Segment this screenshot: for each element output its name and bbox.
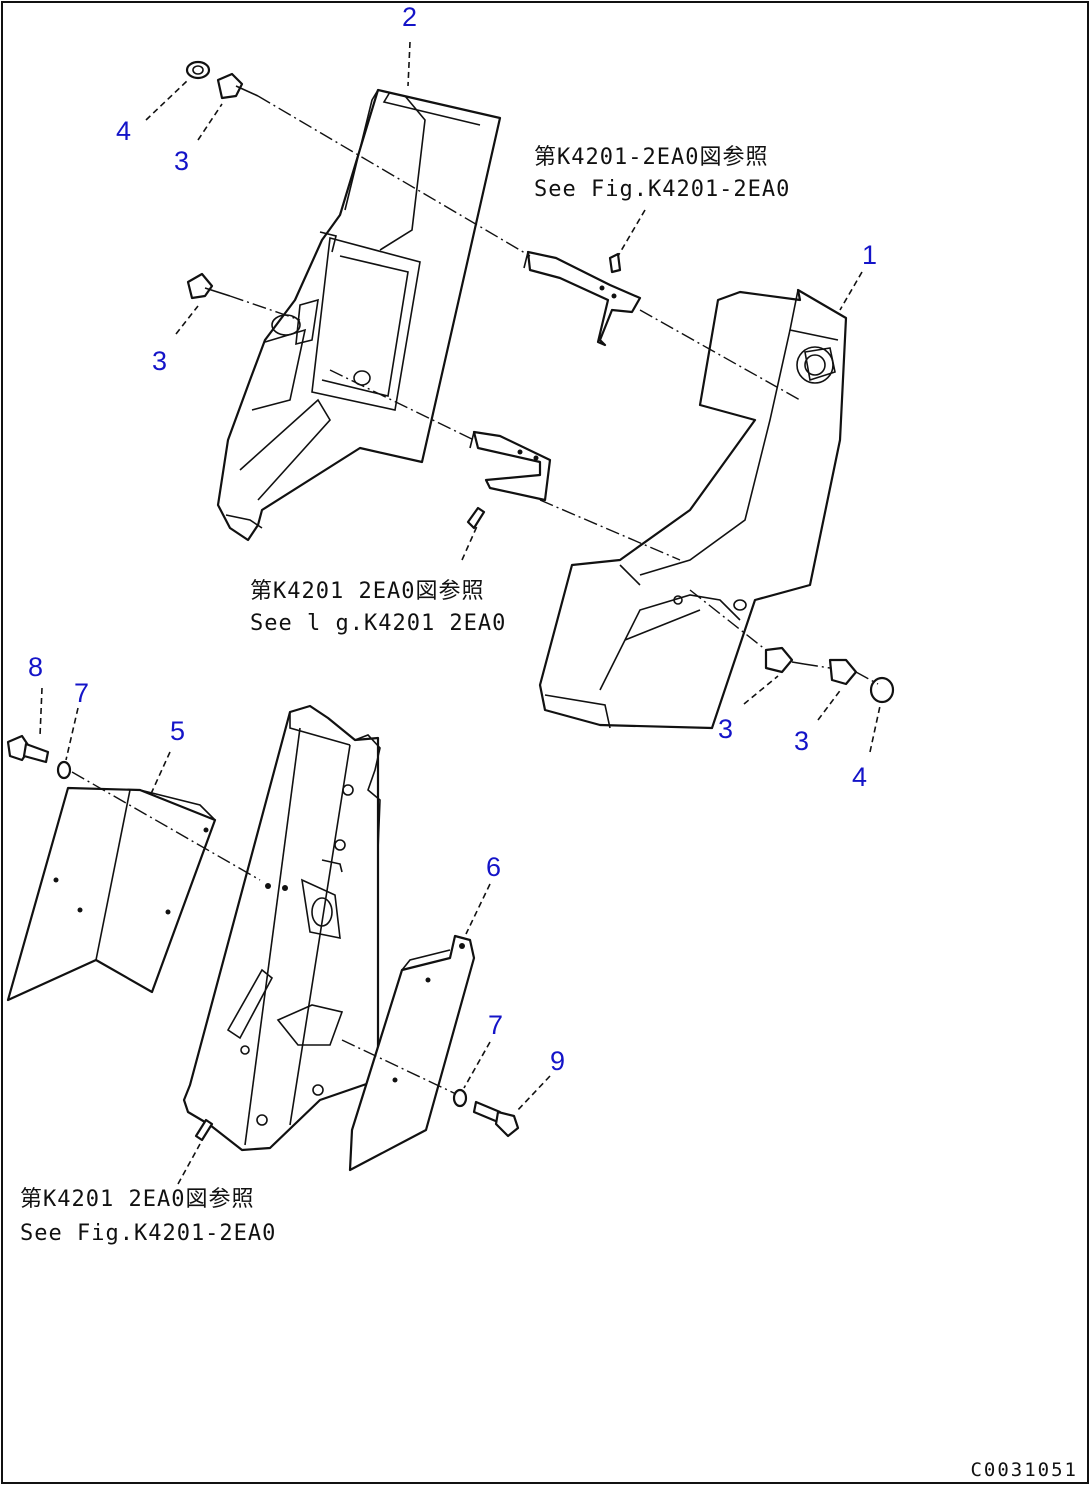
lower-bracket xyxy=(469,430,552,502)
note-1-jp: 第K4201-2EA0図参照 xyxy=(534,145,768,170)
part-7-washer-left xyxy=(56,760,72,780)
part-9-bolt xyxy=(472,1100,520,1138)
part-6-plate xyxy=(348,934,476,1172)
callout-4-right: 4 xyxy=(852,762,867,792)
callout-3-right-b: 3 xyxy=(794,726,809,756)
drawing-code: C0031051 xyxy=(970,1459,1078,1481)
stud-upper xyxy=(608,252,622,274)
note-1-en: See Fig.K4201-2EA0 xyxy=(534,177,790,202)
callout-5: 5 xyxy=(170,716,185,746)
part-3-bolt-left xyxy=(186,272,231,300)
part-5-plate xyxy=(6,786,217,1002)
callout-3-right-a: 3 xyxy=(718,714,733,744)
part-8-bolt xyxy=(6,734,50,764)
part-3-bolt-right-b xyxy=(828,658,858,686)
callout-9: 9 xyxy=(550,1046,565,1076)
leader-lines xyxy=(39,41,881,1185)
note-2-jp: 第K4201 2EA0図参照 xyxy=(250,579,484,604)
callout-4-top: 4 xyxy=(116,116,131,146)
part-7-washer-right xyxy=(452,1088,468,1108)
callout-7-right: 7 xyxy=(488,1010,503,1040)
upper-bracket xyxy=(523,250,642,347)
callout-7-left: 7 xyxy=(74,678,89,708)
callout-8: 8 xyxy=(28,652,43,682)
callout-3-left: 3 xyxy=(152,346,167,376)
callout-3-top: 3 xyxy=(174,146,189,176)
note-2-en: See l g.K4201 2EA0 xyxy=(250,611,506,636)
part-3-bolt-right-a xyxy=(764,646,805,674)
note-3-jp: 第K4201 2EA0図参照 xyxy=(20,1187,254,1212)
note-3-en: See Fig.K4201-2EA0 xyxy=(20,1221,276,1246)
part-4-cap-top xyxy=(185,60,211,80)
callout-1: 1 xyxy=(862,240,877,270)
stud-lower xyxy=(466,506,486,530)
part-1-right-cover xyxy=(538,288,848,730)
part-3-bolt-top xyxy=(216,72,259,100)
stud-frame xyxy=(194,1118,214,1142)
assembly-lines xyxy=(71,95,879,1095)
part-4-cap-right xyxy=(869,676,895,704)
center-frame xyxy=(182,704,381,1152)
callout-2: 2 xyxy=(402,2,417,32)
part-2-left-cover xyxy=(216,88,502,542)
callout-6: 6 xyxy=(486,852,501,882)
